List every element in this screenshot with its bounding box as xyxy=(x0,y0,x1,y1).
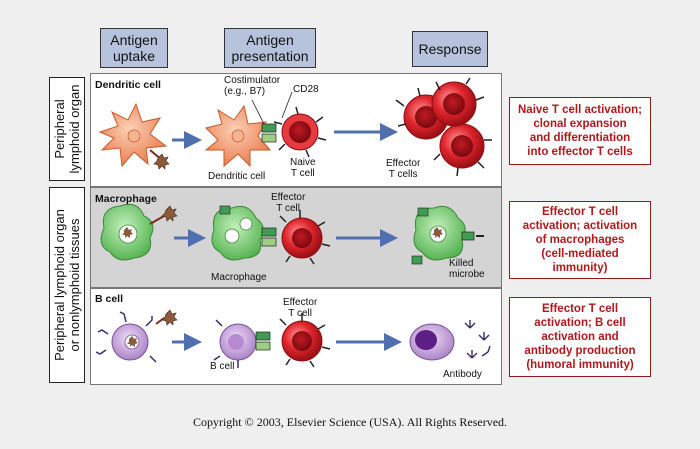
effector-t-cells-cluster xyxy=(395,77,492,177)
response-bcell-line1: Effector T cell xyxy=(541,303,619,315)
header-uptake-line2: uptake xyxy=(112,48,156,64)
naive-t-cell xyxy=(273,106,327,158)
row-label-macrophage: Macrophage xyxy=(95,193,157,205)
effector-t-cells-label: Effector T cells xyxy=(386,158,420,180)
costimulator-line2: (e.g., B7) xyxy=(224,86,266,97)
antibody-label: Antibody xyxy=(443,369,482,380)
header-antigen-uptake: Antigen uptake xyxy=(100,28,168,68)
dendritic-cell-presenting xyxy=(204,91,293,168)
response-box-macrophage: Effector T cell activation; activation o… xyxy=(509,201,651,279)
row-label-b-cell: B cell xyxy=(95,293,124,305)
b-cell-uptake xyxy=(95,309,178,363)
dendritic-apc-label: Dendritic cell xyxy=(208,171,266,182)
macrophage-presenting xyxy=(211,205,277,261)
cd28-label: CD28 xyxy=(293,84,319,95)
b-cell-presenting xyxy=(213,319,271,368)
row-label-dendritic-cell: Dendritic cell xyxy=(95,79,161,91)
header-response-text: Response xyxy=(418,41,482,57)
response-macrophage-line3: of macrophages xyxy=(535,234,625,246)
response-dendritic-line1: Naive T cell activation; xyxy=(518,104,642,116)
activated-macrophage xyxy=(411,205,484,265)
effector-t-cell-label-row2: Effector T cell xyxy=(271,192,305,214)
header-response: Response xyxy=(412,31,488,67)
response-bcell-line5: (humoral immunity) xyxy=(526,359,634,371)
naive-t-cell-line2: T cell xyxy=(290,168,315,179)
dendritic-cell-uptake xyxy=(98,102,170,170)
response-macrophage-line4: (cell-mediated xyxy=(541,248,619,260)
response-macrophage-line2: activation; activation xyxy=(522,220,638,232)
macrophage-uptake xyxy=(100,203,178,261)
response-bcell-line3: activation and xyxy=(541,331,619,343)
naive-t-cell-label: Naive T cell xyxy=(290,157,316,179)
effector-t-cell-row2-line1: Effector xyxy=(271,192,306,203)
response-macrophage-line5: immunity) xyxy=(552,262,608,274)
response-bcell-line4: antibody production xyxy=(524,345,636,357)
response-dendritic-line2: clonal expansion xyxy=(533,118,627,130)
effector-t-cell-row3-line2: T cell xyxy=(288,308,312,319)
side-label-peripheral-lymphoid: Peripheral lymphoid organ xyxy=(49,77,85,181)
antibodies xyxy=(464,320,491,359)
effector-t-cell-macrophage-row xyxy=(279,210,331,265)
effector-t-cell-row3-line1: Effector xyxy=(283,297,318,308)
header-presentation-line2: presentation xyxy=(231,48,309,64)
copyright-notice: Copyright © 2003, Elsevier Science (USA)… xyxy=(192,415,508,429)
costimulator-label: Costimulator (e.g., B7) xyxy=(224,75,280,97)
plasma-cell xyxy=(409,323,455,361)
header-uptake-line1: Antigen xyxy=(110,32,158,48)
effector-t-cell-bcell-row xyxy=(279,313,331,368)
effector-t-cells-line2: T cells xyxy=(388,169,418,180)
side-label-nonlymphoid: Peripheral lymphoid organ or nonlymphoid… xyxy=(49,187,85,383)
naive-t-cell-line1: Naive xyxy=(290,157,316,168)
effector-t-cells-line1: Effector xyxy=(386,158,421,169)
effector-t-cell-row2-line2: T cell xyxy=(276,203,300,214)
killed-microbe-line1: Killed xyxy=(449,258,474,269)
effector-t-cell-label-row3: Effector T cell xyxy=(283,297,317,319)
macrophage-apc-label: Macrophage xyxy=(211,272,267,283)
response-macrophage-line1: Effector T cell xyxy=(541,206,619,218)
response-bcell-line2: activation; B cell xyxy=(534,317,626,329)
response-box-bcell: Effector T cell activation; B cell activ… xyxy=(509,297,651,377)
response-box-dendritic: Naive T cell activation; clonal expansio… xyxy=(509,97,651,165)
header-presentation-line1: Antigen xyxy=(246,32,294,48)
bcell-apc-label: B cell xyxy=(210,361,235,372)
response-dendritic-line3: and differentiation xyxy=(529,132,631,144)
response-dendritic-line4: into effector T cells xyxy=(527,146,633,158)
costimulator-line1: Costimulator xyxy=(224,75,281,86)
killed-microbe-line2: microbe xyxy=(449,269,485,280)
header-antigen-presentation: Antigen presentation xyxy=(224,28,316,68)
killed-microbe-label: Killed microbe xyxy=(449,258,485,280)
